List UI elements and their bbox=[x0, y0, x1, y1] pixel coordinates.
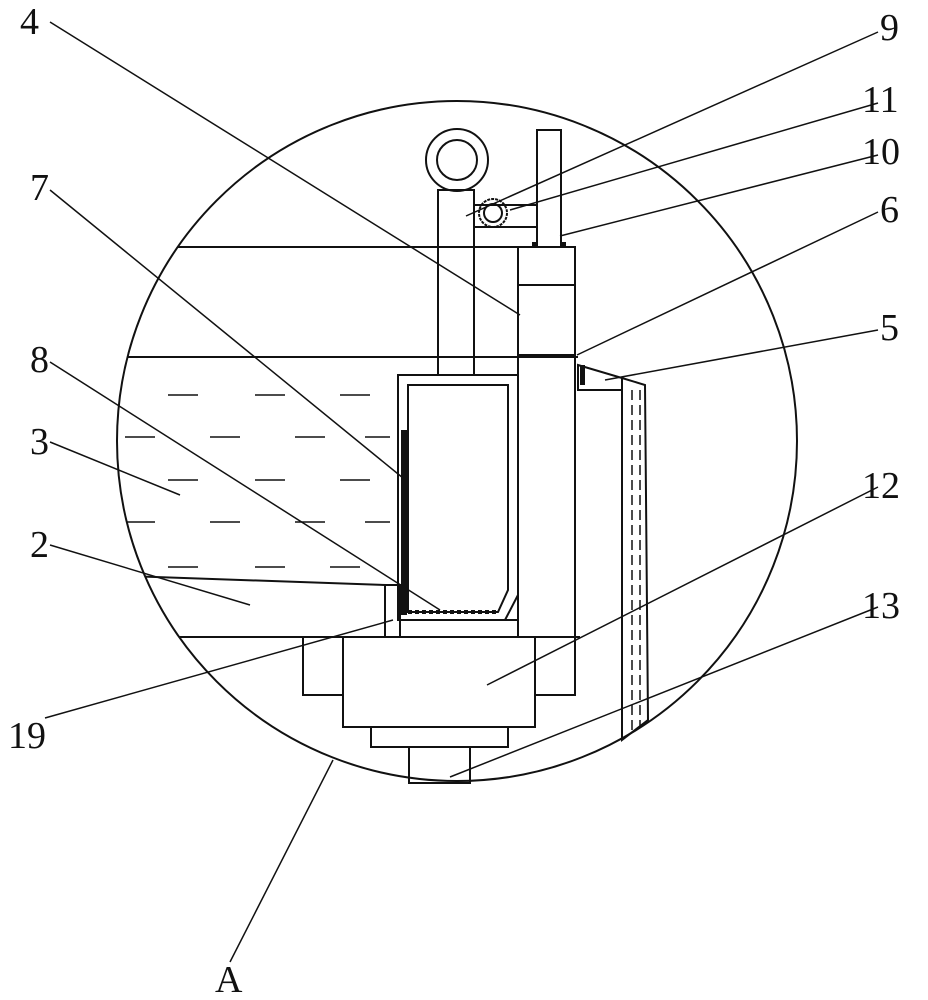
filter-mesh-4 bbox=[517, 284, 576, 356]
label-A: A bbox=[215, 959, 243, 1000]
connector-bar bbox=[473, 204, 538, 228]
base-block-12 bbox=[342, 636, 536, 728]
label-19: 19 bbox=[8, 715, 46, 757]
label-9: 9 bbox=[880, 7, 899, 49]
label-3: 3 bbox=[30, 421, 49, 463]
label-11: 11 bbox=[862, 79, 899, 121]
label-7: 7 bbox=[30, 167, 49, 209]
label-6: 6 bbox=[880, 189, 899, 231]
wall-block-6 bbox=[517, 246, 576, 638]
strip-7 bbox=[401, 430, 407, 615]
label-12: 12 bbox=[862, 465, 900, 507]
label-13: 13 bbox=[862, 585, 900, 627]
panel-column bbox=[621, 376, 650, 743]
leader-lines bbox=[44, 21, 879, 963]
label-2: 2 bbox=[30, 524, 49, 566]
container-8 bbox=[397, 374, 519, 621]
label-10: 10 bbox=[862, 131, 900, 173]
floor-slab bbox=[117, 573, 386, 638]
rod-10 bbox=[536, 129, 562, 248]
label-5: 5 bbox=[880, 307, 899, 349]
label-8: 8 bbox=[30, 339, 49, 381]
detail-circle bbox=[116, 100, 798, 782]
lifting-ring-icon bbox=[425, 128, 489, 192]
water-dashes bbox=[125, 394, 390, 568]
outlet-13 bbox=[370, 726, 509, 748]
label-4: 4 bbox=[20, 1, 39, 43]
